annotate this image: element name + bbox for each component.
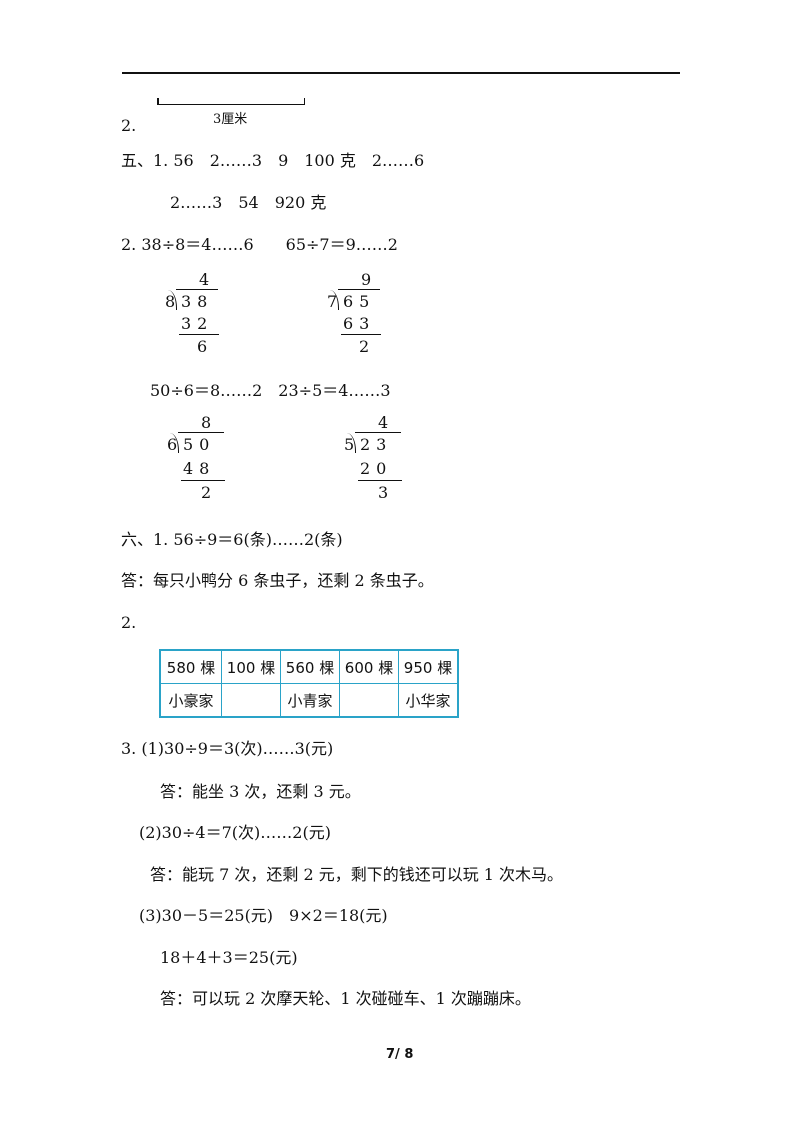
product: 63 xyxy=(343,314,376,333)
remainder: 6 xyxy=(197,337,208,356)
dividend: 38 xyxy=(181,292,214,311)
header-rule xyxy=(122,72,680,74)
s6-q1: 六、1. 56÷9＝6(条)……2(条) xyxy=(121,530,343,549)
dividend: 23 xyxy=(360,435,393,454)
table-cell xyxy=(339,683,399,718)
q2-label: 2. xyxy=(121,116,137,135)
answer-table: 580 棵 100 棵 560 棵 600 棵 950 棵 小豪家 小青家 小华… xyxy=(159,649,459,718)
remainder: 3 xyxy=(378,483,389,502)
s6-q3-2-answer: 答：能玩 7 次，还剩 2 元，剩下的钱还可以玩 1 次木马。 xyxy=(150,865,564,884)
table-cell xyxy=(221,683,281,718)
product: 20 xyxy=(360,459,393,478)
table-cell: 580 棵 xyxy=(159,649,222,684)
s6-q3-2: (2)30÷4＝7(次)……2(元) xyxy=(139,823,331,842)
quotient: 8 xyxy=(201,413,218,432)
dividend: 50 xyxy=(183,435,216,454)
dividend: 65 xyxy=(343,292,376,311)
table-cell: 小青家 xyxy=(280,683,340,718)
s5-q2-line2: 50÷6＝8……2 23÷5＝4……3 xyxy=(150,381,391,400)
ruler-3cm xyxy=(157,97,305,105)
table-cell: 小华家 xyxy=(398,683,459,718)
remainder: 2 xyxy=(359,337,370,356)
quotient: 9 xyxy=(361,270,378,289)
s6-q3-3: (3)30－5＝25(元) 9×2＝18(元) xyxy=(139,906,388,925)
s6-q3-1-answer: 答：能坐 3 次，还剩 3 元。 xyxy=(160,782,361,801)
s6-q3-3-line2: 18＋4＋3＝25(元) xyxy=(160,948,298,967)
table-cell: 100 棵 xyxy=(221,649,281,684)
s6-q1-answer: 答：每只小鸭分 6 条虫子，还剩 2 条虫子。 xyxy=(121,571,434,590)
table-cell: 600 棵 xyxy=(339,649,399,684)
s5-q2-line: 2. 38÷8＝4……6 65÷7＝9……2 xyxy=(121,235,398,254)
table-row: 小豪家 小青家 小华家 xyxy=(159,683,459,718)
remainder: 2 xyxy=(201,483,212,502)
ruler-label: 3厘米 xyxy=(213,112,248,127)
table-cell: 560 棵 xyxy=(280,649,340,684)
table-row: 580 棵 100 棵 560 棵 600 棵 950 棵 xyxy=(159,649,459,684)
s5-line2: 2……3 54 920 克 xyxy=(170,193,327,212)
s6-q3-1: 3. (1)30÷9＝3(次)……3(元) xyxy=(121,739,334,758)
quotient: 4 xyxy=(199,270,216,289)
quotient: 4 xyxy=(378,413,395,432)
product: 32 xyxy=(181,314,214,333)
s6-q3-3-answer: 答：可以玩 2 次摩天轮、1 次碰碰车、1 次蹦蹦床。 xyxy=(160,989,531,1008)
s5-line1: 五、1. 56 2……3 9 100 克 2……6 xyxy=(121,151,425,170)
table-cell: 950 棵 xyxy=(398,649,459,684)
page-number: 7/ 8 xyxy=(386,1047,414,1062)
s6-q2-label: 2. xyxy=(121,613,137,632)
table-cell: 小豪家 xyxy=(159,683,222,718)
product: 48 xyxy=(183,459,216,478)
